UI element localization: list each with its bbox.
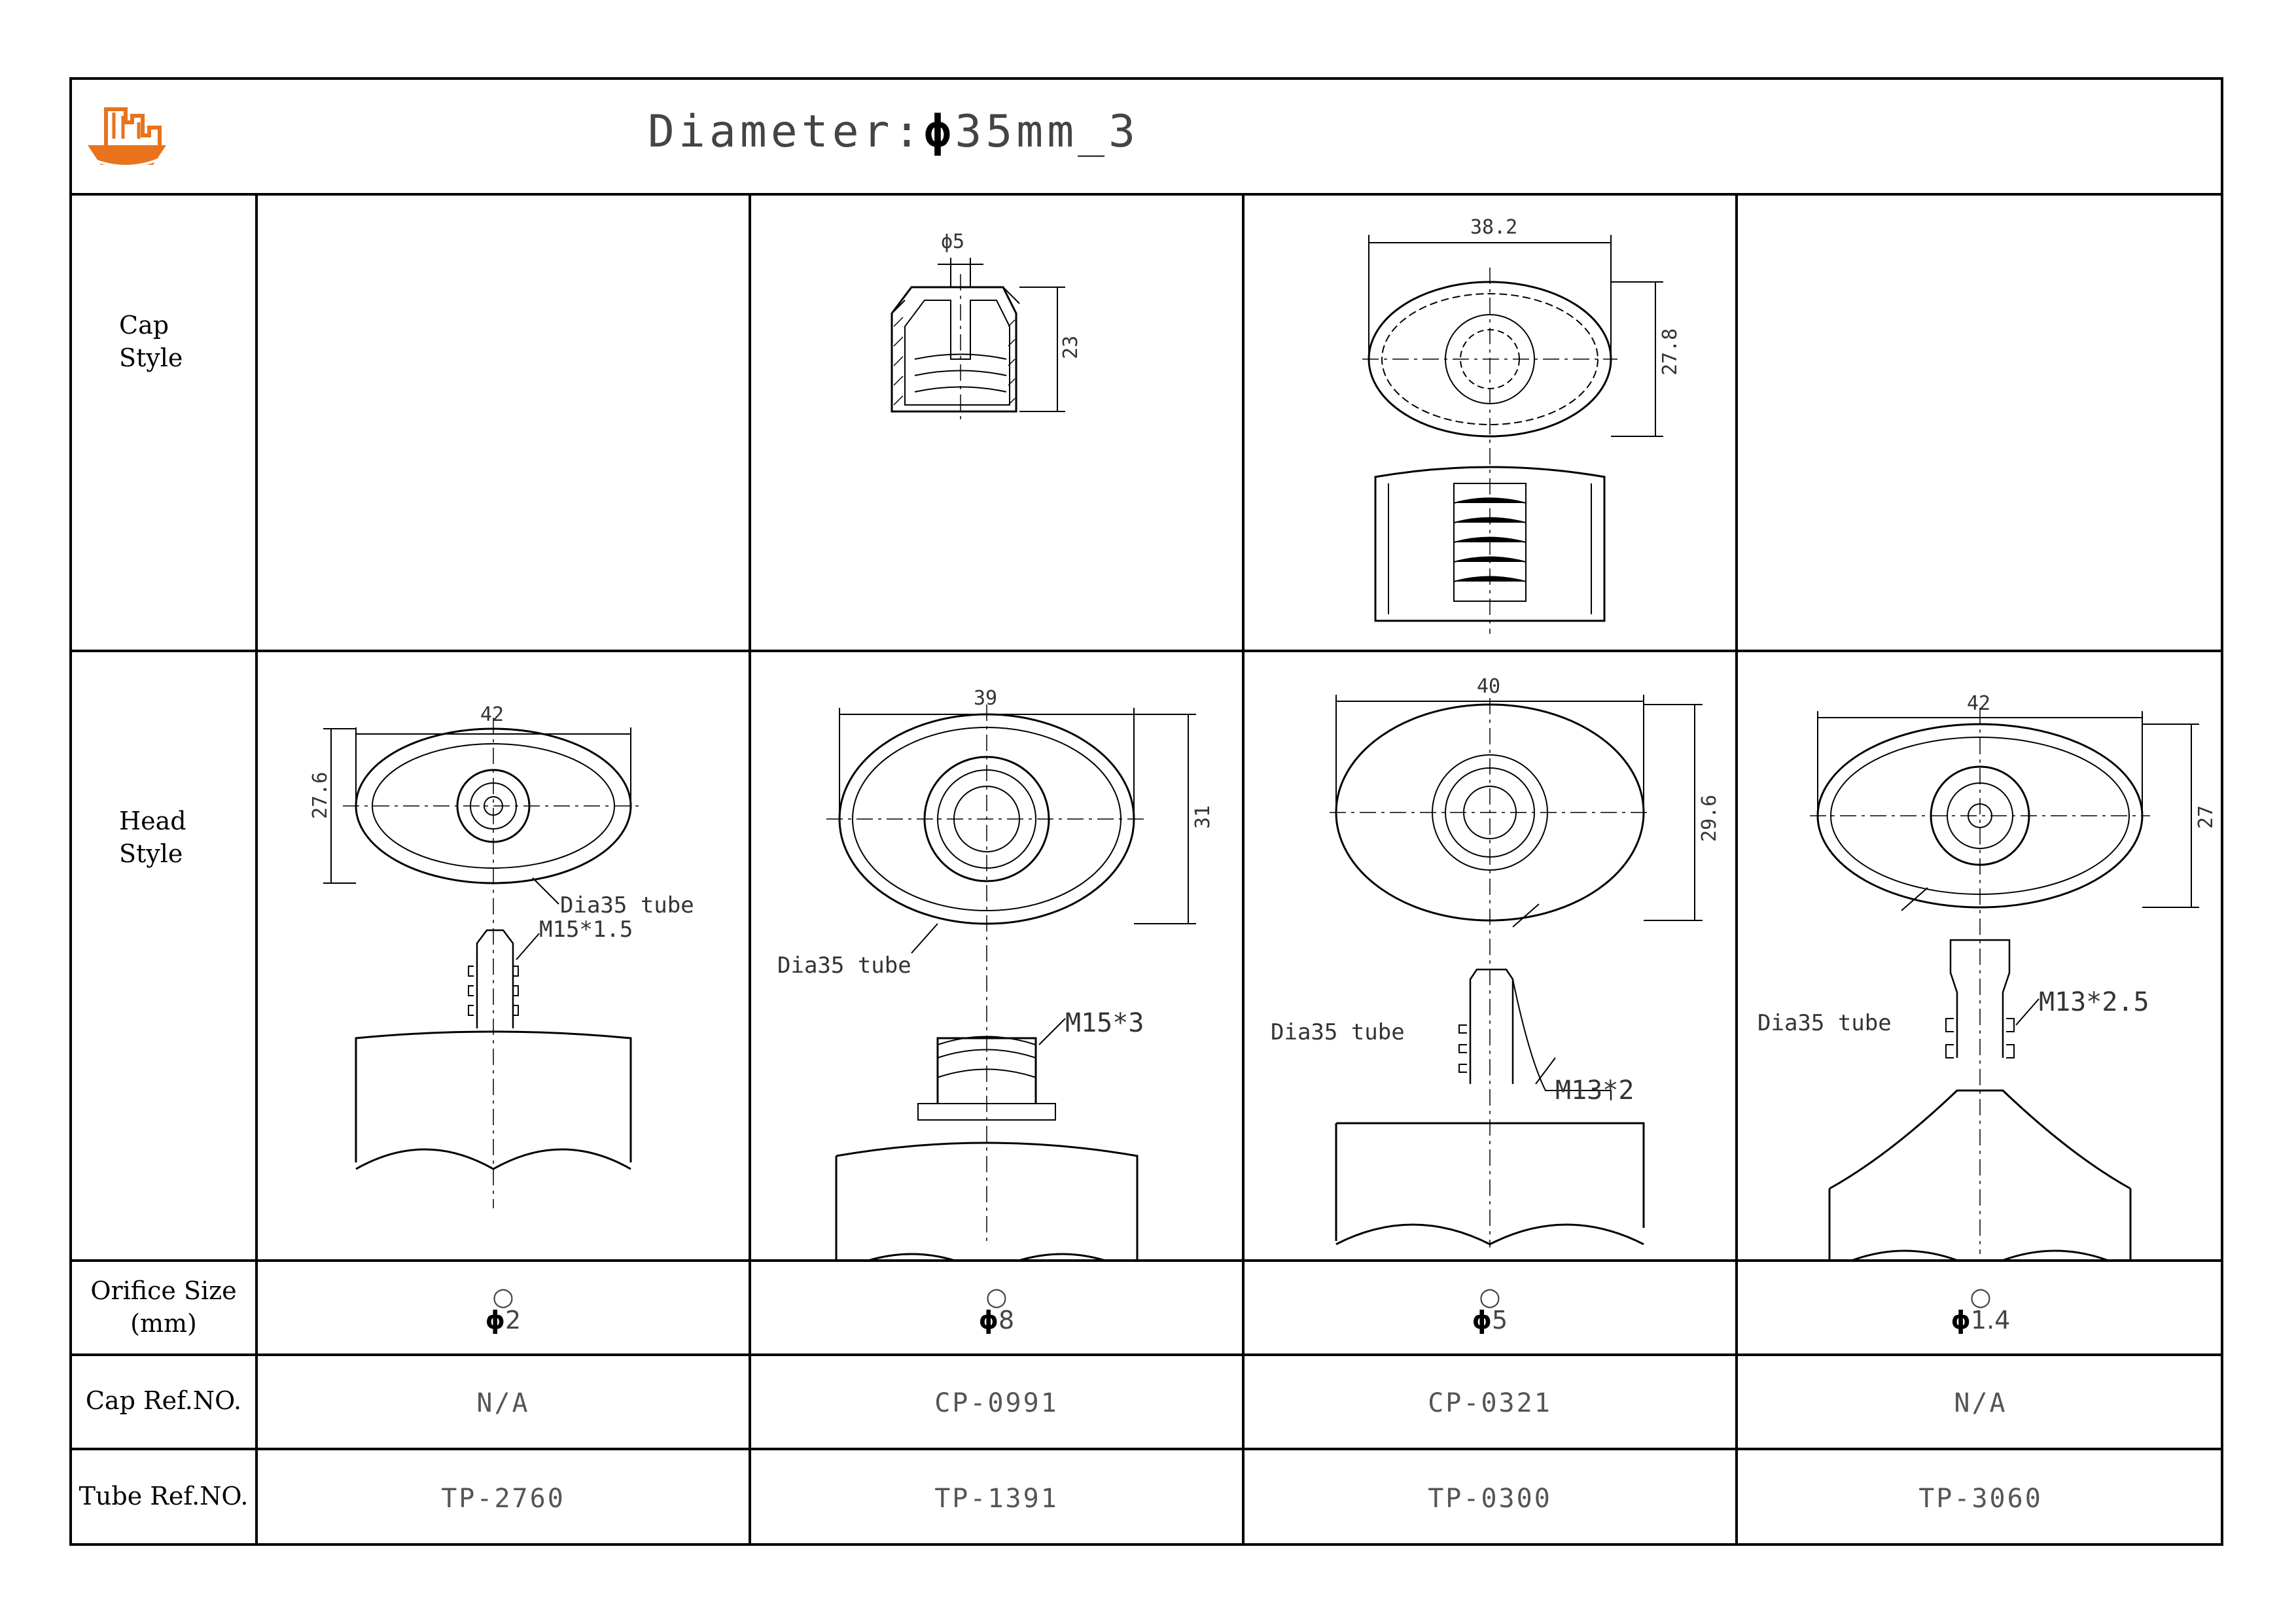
dim-label: 31 (1192, 805, 1214, 829)
dim-label: 29.6 (1698, 795, 1721, 842)
cap-ref-value: CP-0321 (1428, 1388, 1552, 1418)
cap-drawing-cp0321: 38.2 27.8 (1362, 216, 1682, 634)
orifice-value: ○ϕ5 (1472, 1282, 1508, 1335)
thread-label: M15*1.5 (539, 916, 633, 943)
company-logo (88, 107, 166, 167)
row-divider (72, 1259, 2221, 1262)
orifice-value: ○ϕ1.4 (1951, 1282, 2011, 1335)
tube-ref-value: TP-3060 (1918, 1484, 2043, 1514)
dim-label: 27.8 (1659, 328, 1682, 375)
thread-label: M15*3 (1065, 1008, 1144, 1038)
dim-label: 42 (480, 703, 504, 726)
cap-ref-value: CP-0991 (934, 1388, 1059, 1418)
dim-label: 38.2 (1470, 216, 1517, 239)
dim-label: 40 (1477, 675, 1500, 698)
row-label-orifice: Orifice Size(mm) (90, 1276, 237, 1338)
row-divider (72, 1448, 2221, 1450)
col-divider (749, 193, 751, 1546)
dim-label: 39 (974, 687, 997, 710)
head-drawing-tp0300: 40 29.6 Dia35 tube M13*2 (1271, 675, 1721, 1248)
cap-ref-value: N/A (476, 1388, 530, 1418)
dim-label: 23 (1059, 336, 1082, 359)
thread-label: M13*2.5 (2039, 987, 2149, 1017)
dim-label: 27 (2195, 805, 2217, 829)
thread-label: M13*2 (1555, 1075, 1634, 1106)
row-divider (72, 193, 2221, 196)
orifice-value: ○ϕ2 (485, 1282, 521, 1335)
dim-label: ϕ5 (941, 230, 964, 253)
tube-label: Dia35 tube (1757, 1010, 1892, 1036)
page-title: Diameter:ϕ35mm_3 (648, 106, 1140, 158)
tube-ref-value: TP-2760 (441, 1484, 565, 1514)
row-divider (72, 1353, 2221, 1356)
tube-label: Dia35 tube (1271, 1019, 1405, 1045)
row-divider (72, 650, 2221, 652)
tube-ref-value: TP-0300 (1428, 1484, 1552, 1514)
dim-label: 42 (1967, 692, 1990, 715)
col-divider (255, 193, 258, 1546)
col-divider (1735, 193, 1738, 1546)
dim-label: 27.6 (309, 772, 332, 819)
head-drawing-tp3060: 42 27 Dia35 tube M13*2.5 (1757, 692, 2217, 1259)
row-label-tube-ref: Tube Ref.NO. (79, 1482, 249, 1510)
tube-label: Dia35 tube (777, 952, 911, 979)
cap-drawing-cp0991: ϕ5 23 (891, 230, 1082, 425)
head-drawing-tp2760: 42 27.6 Dia35 tube M15*1.5 (309, 703, 694, 1208)
tube-label: Dia35 tube (560, 892, 694, 918)
cap-ref-value: N/A (1954, 1388, 2007, 1418)
col-divider (1242, 193, 1245, 1546)
orifice-value: ○ϕ8 (978, 1282, 1015, 1335)
head-drawing-tp1391: 39 31 Dia35 tube M15*3 (777, 687, 1214, 1259)
row-label-cap-ref: Cap Ref.NO. (85, 1386, 242, 1415)
tube-ref-value: TP-1391 (934, 1484, 1059, 1514)
